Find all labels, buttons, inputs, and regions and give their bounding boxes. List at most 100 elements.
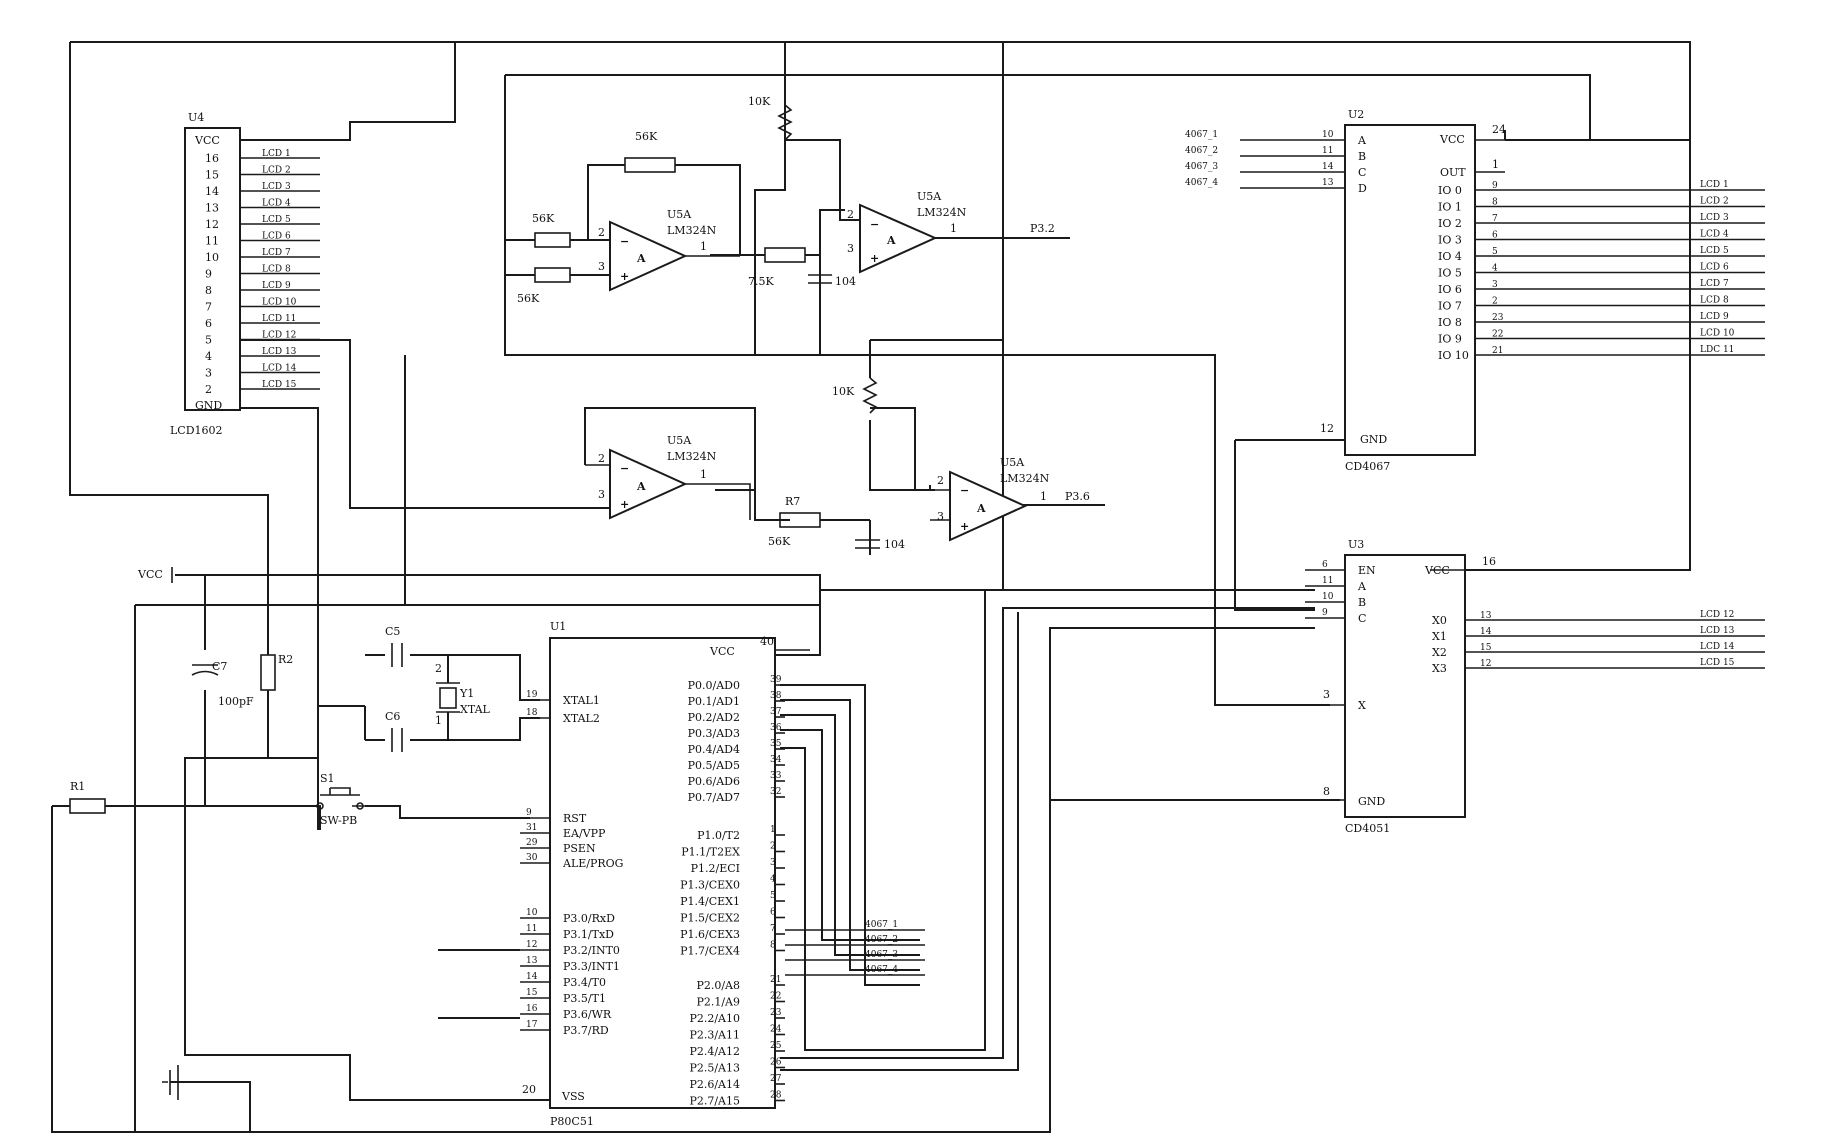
u1-p3-pin-name: P3.3/INT1 <box>563 960 620 973</box>
u3-gnd-pin: 8 <box>1323 785 1330 798</box>
r-r7-value: 56K <box>768 535 791 548</box>
u1-p2-pin-name: P2.7/A15 <box>689 1095 740 1108</box>
u1-p3-pin-number: 12 <box>526 940 537 950</box>
u4-net-label: LCD 13 <box>262 347 297 357</box>
u3-x-net: LCD 15 <box>1700 658 1735 668</box>
u4-pin-number: 7 <box>205 301 212 314</box>
u4-pin-number: 5 <box>205 334 212 347</box>
u4-gnd-label: GND <box>195 399 222 412</box>
u1-ctrl-pin-number: 29 <box>526 838 538 848</box>
u1-xtal-pin-name: XTAL1 <box>563 694 600 707</box>
u3-gnd-label: GND <box>1358 795 1385 808</box>
svg-text:A: A <box>886 234 896 247</box>
u1-ctrl-pin-name: PSEN <box>563 842 596 855</box>
u1-p0-pin-name: P0.0/AD0 <box>688 679 740 692</box>
u1-p2-pin-name: P2.0/A8 <box>696 979 740 992</box>
u2-io-net: LDC 11 <box>1700 345 1734 355</box>
u2-io-pin: 6 <box>1492 231 1498 241</box>
u1-p2-pin-name: P2.5/A13 <box>689 1062 740 1075</box>
u2-io-name: IO 4 <box>1438 250 1462 263</box>
u1-p0-pin-name: P0.5/AD5 <box>688 759 740 772</box>
u2-left-pin-number: 11 <box>1322 146 1333 156</box>
u3-x-net: LCD 14 <box>1700 642 1735 652</box>
u4-pin-number: 10 <box>205 251 219 264</box>
u1-p2-pin-number: 26 <box>770 1058 782 1068</box>
u1-p2-pin-number: 24 <box>770 1025 782 1035</box>
u2-io-name: IO 2 <box>1438 217 1462 230</box>
u2-io-net: LCD 7 <box>1700 279 1729 289</box>
u4-pin-number: 8 <box>205 284 212 297</box>
c-104-b-label: 104 <box>884 538 905 551</box>
u2-io-pin: 7 <box>1492 214 1498 224</box>
resistor-r2 <box>260 654 276 691</box>
u1-p3-pin-name: P3.4/T0 <box>563 976 606 989</box>
u1-p1-pin-number: 6 <box>770 908 776 918</box>
u3-left-pin-name: A <box>1357 580 1367 593</box>
u2-io-net: LCD 8 <box>1700 296 1729 306</box>
r-r7-label: R7 <box>785 495 800 508</box>
u1-ctrl-pin-number: 9 <box>526 808 532 818</box>
u2-io-net: LCD 5 <box>1700 246 1729 256</box>
resistor-7-5k <box>764 247 806 263</box>
u4-net-label: LCD 5 <box>262 215 291 225</box>
wires <box>51 41 1691 1133</box>
u1-p2-pin-number: 22 <box>770 992 781 1002</box>
opamp2-out-pin: 1 <box>950 222 957 235</box>
svg-text:A: A <box>976 502 986 515</box>
u1-p0-pin-name: P0.7/AD7 <box>688 791 740 804</box>
u4-ref: U4 <box>188 111 204 124</box>
u1-p2-pin-number: 28 <box>770 1091 782 1101</box>
u1-p0-pin-number: 33 <box>770 771 782 781</box>
u4-pin-number: 4 <box>205 350 212 363</box>
u1-p1-pin-name: P1.2/ECI <box>691 862 740 875</box>
u1-p1-pin-name: P1.1/T2EX <box>681 846 740 859</box>
net-p32-label: P3.2 <box>1030 222 1055 235</box>
u4-net-label: LCD 15 <box>262 380 297 390</box>
u3-x-name: X2 <box>1432 646 1447 659</box>
u2-io-pin: 8 <box>1492 198 1498 208</box>
r-75k-label: 7.5K <box>748 275 774 288</box>
y1-pin2: 2 <box>435 662 442 675</box>
u2-ref: U2 <box>1348 108 1364 121</box>
u1-p0-pin-name: P0.3/AD3 <box>688 727 740 740</box>
u1-vss-label: VSS <box>561 1090 585 1103</box>
u1-p2-pin-name: P2.4/A12 <box>689 1045 740 1058</box>
u2-io-name: IO 7 <box>1438 300 1462 313</box>
u2-out-label: OUT <box>1440 166 1466 179</box>
u3-vcc-pin: 16 <box>1482 555 1496 568</box>
u1-p3-pin-name: P3.6/WR <box>563 1008 612 1021</box>
u1-p1-pin-name: P1.3/CEX0 <box>680 879 740 892</box>
u2-left-pin-number: 10 <box>1322 130 1334 140</box>
u1-p1-pin-name: P1.4/CEX1 <box>680 895 740 908</box>
u4-net-label: LCD 14 <box>262 364 297 374</box>
u2-io-name: IO 1 <box>1438 201 1462 214</box>
u2-io-net: LCD 4 <box>1700 230 1729 240</box>
u2-io-pin: 9 <box>1492 181 1498 191</box>
c7-value: 100pF <box>218 695 254 708</box>
u2-io-name: IO 10 <box>1438 349 1469 362</box>
u4-pin-number: 3 <box>205 367 212 380</box>
u2-left-pin-name: A <box>1357 134 1367 147</box>
u3-x-pin: 15 <box>1480 643 1492 653</box>
u3-x-pin: 13 <box>1480 611 1492 621</box>
svg-text:A: A <box>636 480 646 493</box>
u4-net-label: LCD 10 <box>262 298 297 308</box>
u2-left-pin-number: 13 <box>1322 178 1334 188</box>
u4-net-label: LCD 4 <box>262 199 291 209</box>
svg-text:A: A <box>636 252 646 265</box>
opamp4-plus-pin: 3 <box>937 510 944 523</box>
u1-p1-pin-number: 2 <box>770 842 776 852</box>
u1-part-label: P80C51 <box>550 1115 594 1128</box>
u1-p3-pin-name: P3.0/RxD <box>563 912 615 925</box>
opamp-1 <box>609 220 688 292</box>
u1-p1-pin-number: 4 <box>770 875 776 885</box>
opamp3-minus-pin: 2 <box>598 452 605 465</box>
opamp2-part: LM324N <box>917 206 967 219</box>
c7-label: C7 <box>212 660 227 673</box>
u2-io-net: LCD 10 <box>1700 329 1735 339</box>
u1-p1-net-label: 4067_2 <box>865 935 898 945</box>
